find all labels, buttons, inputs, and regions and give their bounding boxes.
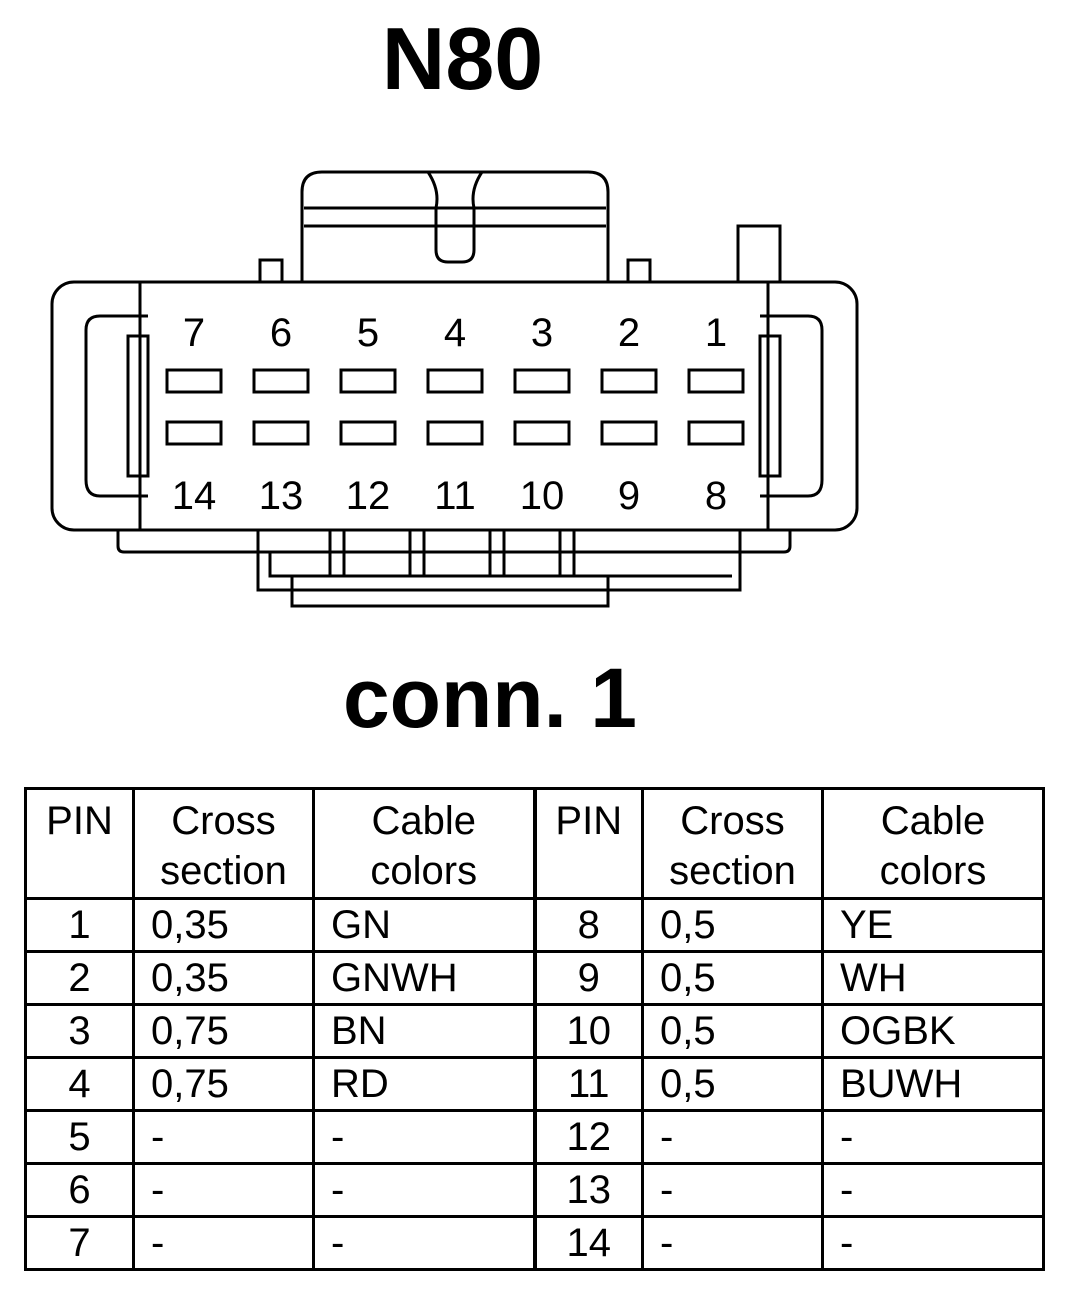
table-cell: 2 bbox=[24, 950, 135, 1006]
pin-slot bbox=[252, 420, 310, 446]
table-cell: 7 bbox=[24, 1215, 135, 1271]
table-cell: - bbox=[641, 1215, 824, 1271]
pin-number-top: 1 bbox=[705, 311, 727, 355]
table-cell: 0,5 bbox=[641, 1056, 824, 1112]
table-row: 6--13-- bbox=[24, 1162, 1045, 1218]
pin-slot bbox=[687, 420, 745, 446]
pin-slot bbox=[339, 368, 397, 394]
table-cell: - bbox=[641, 1109, 824, 1165]
pin-slot bbox=[513, 368, 571, 394]
table-cell: 5 bbox=[24, 1109, 135, 1165]
pin-slot bbox=[513, 420, 571, 446]
pin-slot bbox=[252, 368, 310, 394]
table-cell: 3 bbox=[24, 1003, 135, 1059]
pin-number-top: 3 bbox=[531, 311, 553, 355]
table-cell: 0,5 bbox=[641, 897, 824, 953]
table-cell: 12 bbox=[533, 1109, 644, 1165]
table-cell: 4 bbox=[24, 1056, 135, 1112]
table-cell: GNWH bbox=[312, 950, 537, 1006]
table-cell: 0,75 bbox=[132, 1003, 315, 1059]
table-header-cell: Cross section bbox=[132, 787, 315, 900]
table-cell: 6 bbox=[24, 1162, 135, 1218]
table-cell: BN bbox=[312, 1003, 537, 1059]
pin-number-bottom: 9 bbox=[618, 474, 640, 518]
pin-number-bottom: 13 bbox=[259, 474, 304, 518]
table-cell: BUWH bbox=[821, 1056, 1045, 1112]
header-line: Cable bbox=[371, 799, 476, 843]
diagram-title: N80 bbox=[381, 9, 544, 108]
table-header-cell: PIN bbox=[533, 787, 644, 900]
header-line: Cable bbox=[880, 799, 986, 843]
header-line: section bbox=[669, 849, 796, 893]
table-cell: - bbox=[132, 1162, 315, 1218]
header-line: colors bbox=[879, 849, 987, 893]
header-line: PIN bbox=[555, 799, 623, 843]
pin-slot bbox=[165, 420, 223, 446]
table-cell: - bbox=[312, 1109, 537, 1165]
table-cell: - bbox=[821, 1215, 1045, 1271]
connector-latch bbox=[300, 170, 610, 282]
table-row: 5--12-- bbox=[24, 1109, 1045, 1165]
table-cell: 0,35 bbox=[132, 897, 315, 953]
pin-slot bbox=[600, 368, 658, 394]
pin-slot bbox=[600, 420, 658, 446]
table-cell: - bbox=[132, 1215, 315, 1271]
table-cell: - bbox=[132, 1109, 315, 1165]
connector-body bbox=[50, 280, 859, 532]
pin-slot bbox=[687, 368, 745, 394]
table-cell: 11 bbox=[533, 1056, 644, 1112]
table-cell: 9 bbox=[533, 950, 644, 1006]
table-header-cell: PIN bbox=[24, 787, 135, 900]
pin-number-bottom: 14 bbox=[172, 474, 217, 518]
header-line: colors bbox=[370, 849, 478, 893]
table-cell: - bbox=[821, 1109, 1045, 1165]
table-cell: 0,75 bbox=[132, 1056, 315, 1112]
pin-number-top: 7 bbox=[183, 311, 205, 355]
header-line: section bbox=[160, 849, 287, 893]
table-cell: 0,5 bbox=[641, 950, 824, 1006]
pin-number-top: 5 bbox=[357, 311, 379, 355]
table-cell: - bbox=[821, 1162, 1045, 1218]
header-line: Cross bbox=[171, 799, 276, 843]
pin-slot bbox=[165, 368, 223, 394]
table-header-cell: Cable colors bbox=[821, 787, 1045, 900]
table-cell: GN bbox=[312, 897, 537, 953]
pin-number-top: 2 bbox=[618, 311, 640, 355]
table-cell: YE bbox=[821, 897, 1045, 953]
pin-number-top: 4 bbox=[444, 311, 466, 355]
table-cell: OGBK bbox=[821, 1003, 1045, 1059]
header-line: PIN bbox=[46, 799, 113, 843]
header-line: Cross bbox=[680, 799, 785, 843]
pin-number-bottom: 10 bbox=[520, 474, 565, 518]
pin-slot bbox=[339, 420, 397, 446]
table-cell: WH bbox=[821, 950, 1045, 1006]
table-cell: 13 bbox=[533, 1162, 644, 1218]
pin-slot bbox=[426, 420, 484, 446]
table-cell: 8 bbox=[533, 897, 644, 953]
table-cell: 10 bbox=[533, 1003, 644, 1059]
connector-drawing: 7 14 6 13 5 12 4 11 3 10 2 9 1 8 bbox=[50, 170, 859, 608]
connector-label: conn. 1 bbox=[342, 651, 638, 745]
pin-number-bottom: 12 bbox=[346, 474, 391, 518]
table-row: 7--14-- bbox=[24, 1215, 1045, 1271]
table-cell: - bbox=[312, 1162, 537, 1218]
table-cell: 14 bbox=[533, 1215, 644, 1271]
pin-slot bbox=[426, 368, 484, 394]
table-header-cell: Cable colors bbox=[312, 787, 537, 900]
table-header-cell: Cross section bbox=[641, 787, 824, 900]
table-cell: 1 bbox=[24, 897, 135, 953]
table-cell: 0,5 bbox=[641, 1003, 824, 1059]
pin-number-bottom: 11 bbox=[434, 474, 476, 518]
pin-number-bottom: 8 bbox=[705, 474, 727, 518]
table-cell: 0,35 bbox=[132, 950, 315, 1006]
table-cell: - bbox=[312, 1215, 537, 1271]
table-cell: - bbox=[641, 1162, 824, 1218]
table-cell: RD bbox=[312, 1056, 537, 1112]
pin-table: PIN Cross section Cable colors PIN Cross sectio… bbox=[24, 787, 1045, 1271]
pin-number-top: 6 bbox=[270, 311, 292, 355]
